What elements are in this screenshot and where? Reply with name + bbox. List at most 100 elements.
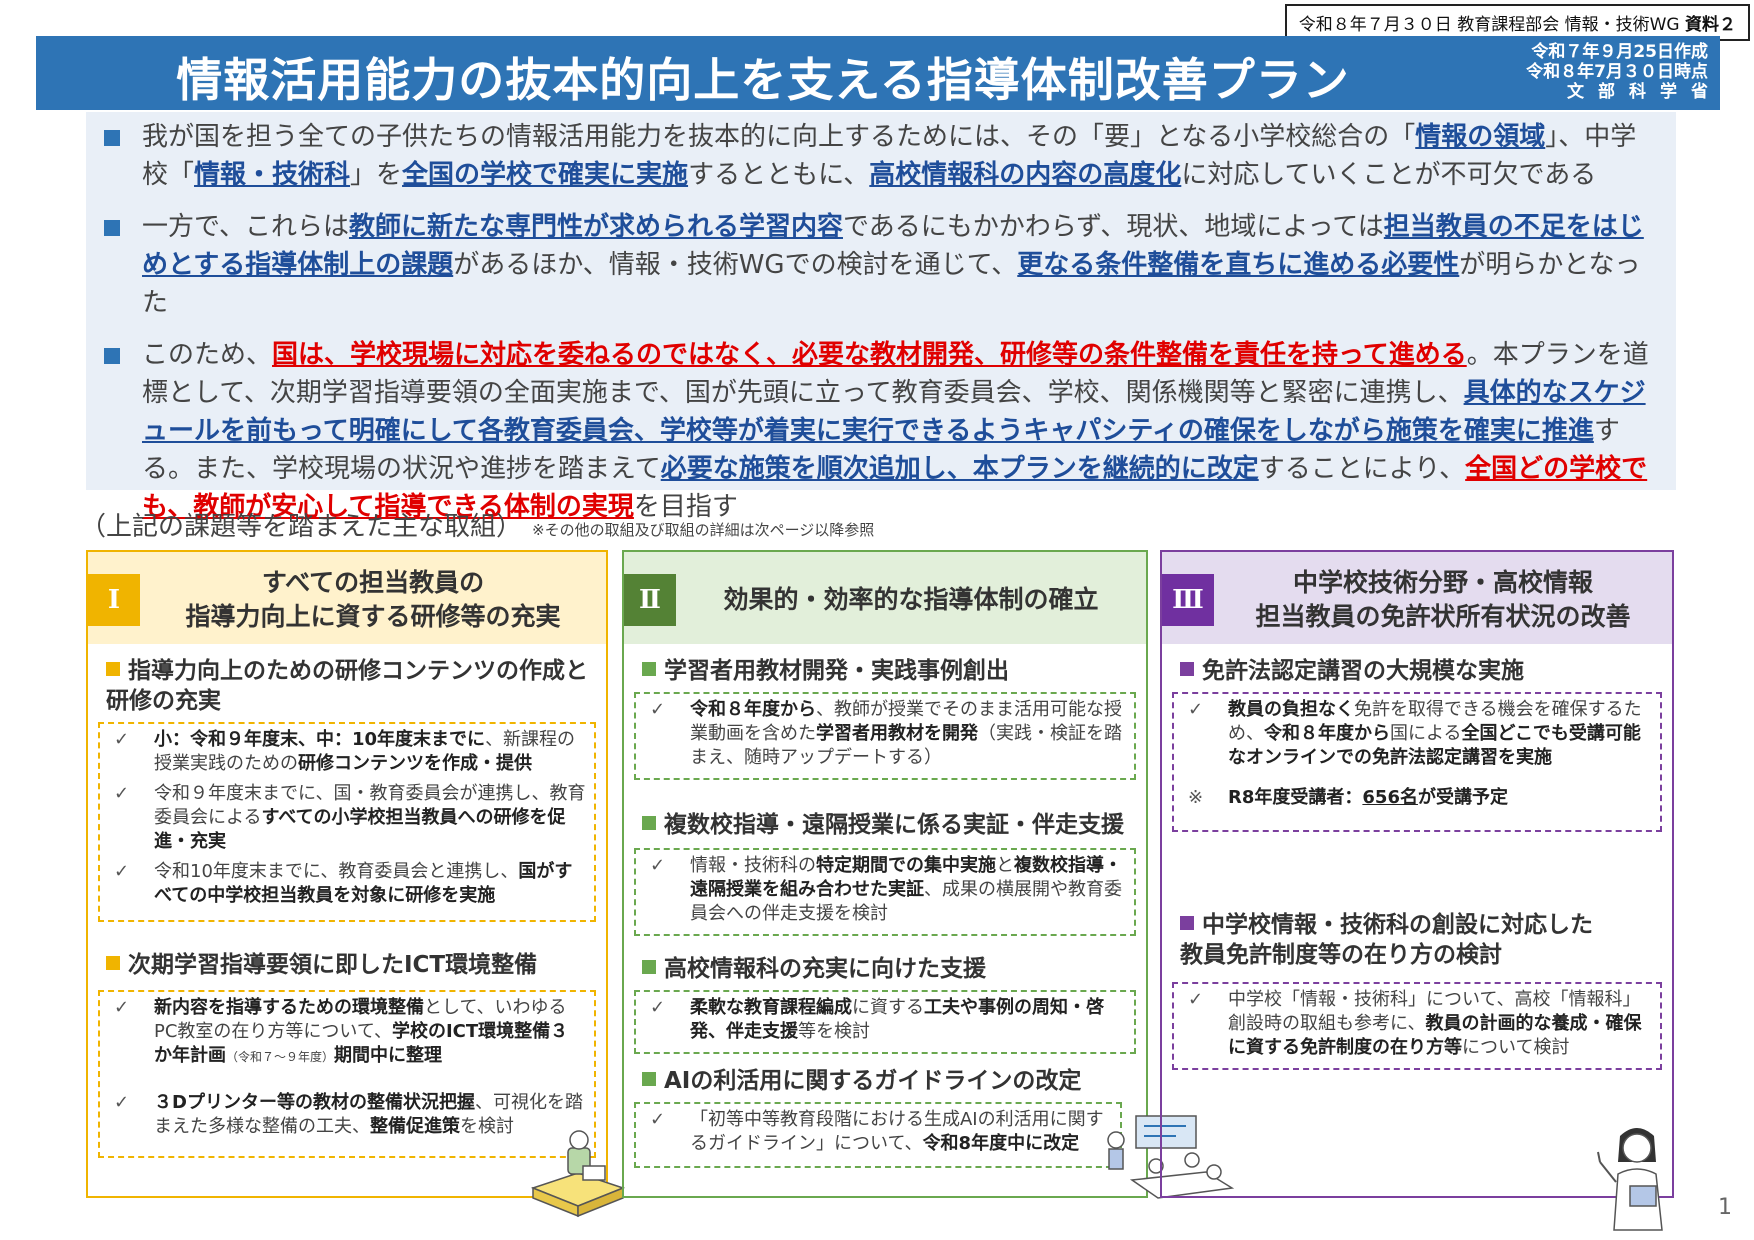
emphasis: ３Dプリンター等の教材の整備状況把握 [154, 1092, 475, 1113]
document-label: 令和８年７月３０日 教育課程部会 情報・技術WG 資料２ [1284, 4, 1750, 41]
text-run: が明らかとなった [142, 250, 1641, 318]
subheading: 高校情報科の充実に向けた支援 [642, 954, 1134, 984]
square-bullet-icon [1180, 916, 1194, 930]
text-run: 令和10年度末までに、教育委員会と連携し、 [154, 861, 519, 882]
highlight-blue: 全国の学校で確実に実施 [402, 160, 689, 190]
list-item: ✓「初等中等教育段階における生成AIの利活用に関するガイドライン」について、令和… [644, 1108, 1112, 1156]
column-training: Ⅰ すべての担当教員の 指導力向上に資する研修等の充実 指導力向上のための研修コ… [86, 550, 626, 1218]
checkmark-icon: ✓ [114, 783, 130, 804]
emphasis: 特定期間での集中実施 [816, 855, 996, 876]
summary-paragraph-3: このため、国は、学校現場に対応を委ねるのではなく、必要な教材開発、研修等の条件整… [100, 336, 1662, 526]
teacher-on-laptop-illustration [530, 1130, 626, 1218]
text-run: について検討 [1462, 1037, 1570, 1058]
square-bullet-icon [642, 960, 656, 974]
emphasis: 期間中に整理 [334, 1045, 443, 1066]
created-date: 令和７年９月25日作成 [1531, 42, 1708, 62]
emphasis: 複数校指導・遠隔授業を組み合わせた実証 [690, 855, 1122, 900]
highlight-red: 全国どの学校でも、教師が安心して指導できる体制の実現 [142, 454, 1648, 522]
section-heading: （上記の課題等を踏まえた主な取組）※その他の取組及び取組の詳細は次ページ以降参照 [80, 506, 874, 543]
emphasis: 令和８年度から [1264, 723, 1390, 744]
summary-text-3: このため、国は、学校現場に対応を委ねるのではなく、必要な教材開発、研修等の条件整… [142, 340, 1649, 522]
subheading: 次期学習指導要領に即したICT環境整備 [106, 950, 594, 980]
emphasis-underline: 656名 [1362, 787, 1418, 808]
square-bullet-icon [104, 348, 120, 364]
subheading: 指導力向上のための研修コンテンツの作成と 研修の充実 [106, 658, 588, 714]
emphasis: 教員の計画的な養成・確保に資する免許制度の在り方等 [1228, 1013, 1642, 1058]
square-bullet-icon [642, 816, 656, 830]
emphasis: 小：令和９年度末、中：10年度末までに [154, 729, 486, 750]
text-run: 一方で、これらは [142, 212, 349, 242]
list-item: ✓柔軟な教育課程編成に資する工夫や事例の周知・啓発、伴走支援等を検討 [644, 996, 1126, 1044]
highlight-blue: 更なる条件整備を直ちに進める必要性 [1017, 250, 1460, 280]
subheading: 学習者用教材開発・実践事例創出 [642, 656, 1134, 686]
item-box: ✓令和８年度から、教師が授業でそのまま活用可能な授業動画を含めた学習者用教材を開… [634, 692, 1136, 780]
highlight-blue: 情報・技術科 [194, 160, 351, 190]
list-item: ✓ 小：令和９年度末、中：10年度末までに、新課程の授業実践のための研修コンテンツ… [108, 728, 586, 776]
emphasis: が受講予定 [1417, 787, 1508, 808]
text-run: を目指す [633, 492, 738, 522]
list-item: ✓令和10年度末までに、教育委員会と連携し、国がすべての中学校担当教員を対象に研… [108, 860, 586, 908]
text-run: に対応していくことが不可欠である [1181, 160, 1597, 190]
emphasis: 令和８年度から [690, 699, 816, 720]
highlight-blue: 担当教員の不足をはじめとする指導体制上の課題 [142, 212, 1644, 280]
emphasis: 研修コンテンツを作成・提供 [298, 753, 532, 774]
list-item: ✓教員の負担なく免許を取得できる機会を確保するため、令和８年度から国による全国ど… [1182, 698, 1652, 770]
square-bullet-icon [1180, 662, 1194, 676]
document-label-number: 資料２ [1685, 15, 1736, 35]
list-item: ✓３Dプリンター等の教材の整備状況把握、可視化を踏まえた多様な整備の工夫、整備促… [108, 1091, 586, 1139]
emphasis: 工夫や事例の周知・啓発、伴走支援 [690, 997, 1104, 1042]
checkmark-icon: ✓ [650, 855, 666, 876]
list-item: ✓令和９年度末までに、国・教育委員会が連携し、教育委員会によるすべての小学校担当… [108, 782, 586, 854]
item-box: ✓「初等中等教育段階における生成AIの利活用に関するガイドライン」について、令和… [634, 1102, 1122, 1168]
highlight-red: 国は、学校現場に対応を委ねるのではなく、必要な教材開発、研修等の条件整備を責任を… [272, 340, 1467, 370]
page-title: 情報活用能力の抜本的向上を支える指導体制改善プラン [176, 53, 1350, 107]
emphasis: 整備促進策 [370, 1116, 460, 1137]
column-header: Ⅲ 中学校技術分野・高校情報 担当教員の免許状所有状況の改善 [1162, 552, 1672, 644]
text-run: に資する [852, 997, 924, 1018]
text-run: があるほか、情報・技術WGでの検討を通じて、 [453, 250, 1018, 280]
column-license: Ⅲ 中学校技術分野・高校情報 担当教員の免許状所有状況の改善 免許法認定講習の大… [1160, 550, 1674, 1198]
roman-numeral-badge: Ⅲ [1162, 574, 1214, 626]
square-bullet-icon [642, 662, 656, 676]
classroom-illustration [1107, 1115, 1235, 1199]
note-mark-icon: ※ [1188, 787, 1204, 808]
square-bullet-icon [104, 220, 120, 236]
square-bullet-icon [104, 130, 120, 146]
text-run: 、可視化を踏まえた多様な整備の工夫、 [154, 1092, 583, 1137]
checkmark-icon: ✓ [114, 729, 130, 750]
summary-paragraph-2: 一方で、これらは教師に新たな専門性が求められる学習内容であるにもかかわらず、現状… [100, 208, 1662, 322]
column-title: 効果的・効率的な指導体制の確立 [723, 585, 1099, 614]
emphasis: 教員の負担なく [1228, 699, 1354, 720]
highlight-blue: 具体的なスケジュールを前もって明確にして各教育委員会、学校等が着実に実行できるよ… [142, 378, 1646, 446]
text-run: 、新課程の授業実践のための [154, 729, 576, 774]
list-item: ✓令和８年度から、教師が授業でそのまま活用可能な授業動画を含めた学習者用教材を開… [644, 698, 1126, 770]
highlight-blue: 教師に新たな専門性が求められる学習内容 [348, 212, 843, 242]
list-item: ※R8年度受講者：656名が受講予定 [1182, 786, 1652, 810]
small-note: （令和７～９年度） [226, 1050, 335, 1064]
checkmark-icon: ✓ [650, 699, 666, 720]
highlight-blue: 高校情報科の内容の高度化 [869, 160, 1182, 190]
item-box: ✓柔軟な教育課程編成に資する工夫や事例の周知・啓発、伴走支援等を検討 [634, 990, 1136, 1054]
roman-numeral-badge: Ⅰ [88, 574, 140, 626]
text-run: 。本プランを道標として、次期学習指導要領の全面実施まで、国が先頭に立って教育委員… [142, 340, 1649, 408]
title-bar: 情報活用能力の抜本的向上を支える指導体制改善プラン 令和７年９月25日作成 令和… [36, 36, 1720, 110]
emphasis: 全国どこでも受講可能なオンラインでの免許法認定講習を実施 [1228, 723, 1641, 768]
organization: 文部科学省 [1567, 82, 1722, 102]
roman-numeral-badge: Ⅱ [624, 574, 676, 626]
text-run: として、いわゆるPC教室の在り方等について、 [154, 997, 567, 1042]
highlight-blue: 情報の領域 [1415, 122, 1546, 152]
page-number: 1 [1718, 1195, 1732, 1220]
checkmark-icon: ✓ [650, 997, 666, 1018]
emphasis: 学習者用教材を開発 [816, 723, 978, 744]
summary-paragraph-1: 我が国を担う全ての子供たちの情報活用能力を抜本的に向上するためには、その「要」と… [100, 118, 1662, 194]
text-run: 国による [1390, 723, 1462, 744]
text-run: 免許を取得できる機会を確保するため、 [1228, 699, 1642, 744]
list-item: ✓中学校「情報・技術科」について、高校「情報科」創設時の取組も参考に、教員の計画… [1182, 988, 1652, 1060]
subheading: 複数校指導・遠隔授業に係る実証・伴走支援 [642, 810, 1134, 840]
square-bullet-icon [106, 956, 120, 970]
checkmark-icon: ✓ [1188, 989, 1204, 1010]
emphasis: すべての小学校担当教員への研修を促進・充実 [154, 807, 566, 852]
list-item: ✓情報・技術科の特定期間での集中実施と複数校指導・遠隔授業を組み合わせた実証、成… [644, 854, 1126, 926]
column-header: Ⅱ 効果的・効率的な指導体制の確立 [624, 552, 1146, 644]
checkmark-icon: ✓ [114, 997, 130, 1018]
